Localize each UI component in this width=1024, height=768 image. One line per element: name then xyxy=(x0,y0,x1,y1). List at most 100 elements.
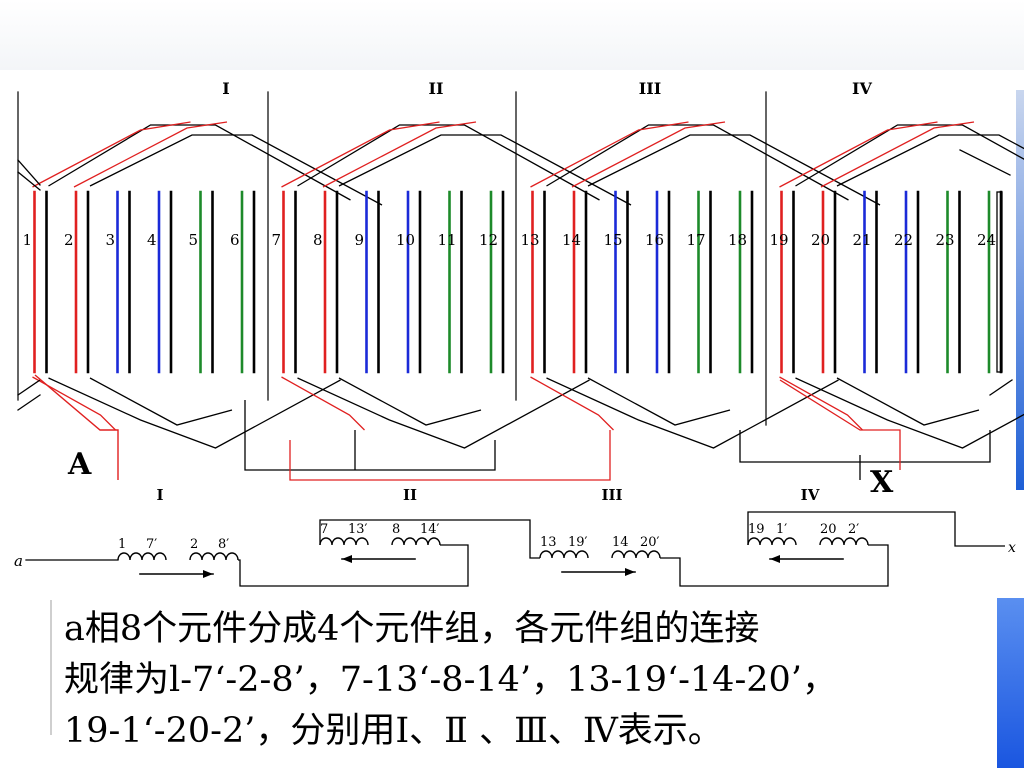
phase-end-label: x xyxy=(1008,540,1016,556)
end-connection-bottom xyxy=(89,377,233,426)
group-roman-label: IV xyxy=(801,486,820,504)
slot-number: 1 xyxy=(23,231,33,249)
slot-number: 6 xyxy=(230,231,240,249)
end-connection-top xyxy=(48,124,351,201)
coil xyxy=(747,537,797,546)
current-arrow-head xyxy=(342,555,352,563)
coil-label: 20 xyxy=(820,522,837,537)
incoming-line xyxy=(17,379,41,396)
outgoing-line xyxy=(959,149,1011,176)
end-connection-bottom-red xyxy=(281,376,365,431)
group-link xyxy=(238,559,258,587)
coil-label: 1′ xyxy=(776,522,787,537)
current-arrow-head xyxy=(625,568,635,576)
end-connection-bottom-red xyxy=(530,376,614,431)
end-connection-bottom-red xyxy=(32,376,116,431)
slot-number: 7 xyxy=(272,231,282,249)
outgoing-line xyxy=(989,379,1013,396)
coil-label: 8′ xyxy=(218,537,229,552)
end-connection-bottom xyxy=(48,377,341,449)
end-connection-top-red xyxy=(73,121,228,188)
slot-number: 5 xyxy=(189,231,199,249)
incoming-line xyxy=(17,159,41,186)
title-band xyxy=(0,0,1024,70)
slot-conductor-hollow xyxy=(996,191,1003,373)
end-connection-top-red xyxy=(281,121,440,188)
end-connection-top xyxy=(297,124,600,201)
coil-label: 2′ xyxy=(848,522,859,537)
slot-number: 15 xyxy=(604,231,623,249)
group-roman-label: III xyxy=(601,486,622,504)
end-connection-top-red xyxy=(322,121,477,188)
decorative-side-bar xyxy=(1016,90,1024,490)
group-link xyxy=(319,519,540,559)
end-connection-top xyxy=(338,134,632,206)
group-label: IV xyxy=(852,79,872,98)
slot-number: 13 xyxy=(521,231,540,249)
slot-number: 18 xyxy=(728,231,747,249)
coil-label: 7′ xyxy=(146,537,157,552)
slot-number: 24 xyxy=(977,231,996,249)
slot-number: 20 xyxy=(811,231,830,249)
end-connection-top-red xyxy=(530,121,689,188)
coil-label: 2 xyxy=(190,537,198,552)
slot-number: 12 xyxy=(479,231,498,249)
coil-label: 20′ xyxy=(640,535,660,550)
coil-label: 13′ xyxy=(348,522,368,537)
end-connection-top xyxy=(836,134,1024,187)
slot-number: 17 xyxy=(687,231,706,249)
end-connection-top-red xyxy=(779,121,938,188)
coil-label: 14′ xyxy=(420,522,440,537)
coil-label: 19′ xyxy=(568,535,588,550)
coil xyxy=(117,552,167,561)
end-connection-bottom xyxy=(587,377,731,426)
caption-line-2: 规律为l-7‘-2-8’，7-13‘-8-14’，13-19‘-14-20’， xyxy=(64,660,837,700)
slot-number: 10 xyxy=(396,231,415,249)
winding-layout xyxy=(17,91,1024,481)
jumper-loop xyxy=(244,400,496,471)
slot-number: 3 xyxy=(106,231,116,249)
slot-number: 16 xyxy=(645,231,664,249)
coil xyxy=(539,550,589,559)
coil xyxy=(189,552,239,561)
coil-label: 7 xyxy=(320,522,328,537)
coil-label: 1 xyxy=(118,537,126,552)
end-connection-bottom xyxy=(297,377,590,449)
group-label: III xyxy=(639,79,661,98)
slot-number: 11 xyxy=(438,231,457,249)
group-label: I xyxy=(222,79,229,98)
caption-line-1: a相8个元件分成4个元件组，各元件组的连接 xyxy=(64,609,760,649)
terminal-lead-A xyxy=(34,374,119,480)
coil-label: 13 xyxy=(540,535,557,550)
end-connection-top-red xyxy=(571,121,726,188)
group-label: II xyxy=(429,79,444,98)
end-connection-top xyxy=(587,134,881,206)
group-link xyxy=(258,544,469,587)
end-connection-bottom xyxy=(546,377,839,449)
slot-number: 14 xyxy=(562,231,581,249)
incoming-line xyxy=(17,394,41,411)
jumper-loop-red xyxy=(289,430,611,481)
end-connection-top xyxy=(795,124,1024,187)
end-connection-top-red xyxy=(820,121,975,188)
slot-number: 9 xyxy=(355,231,365,249)
coil xyxy=(391,537,441,546)
current-arrow-head xyxy=(770,555,780,563)
decorative-side-bar-bottom xyxy=(997,598,1024,768)
end-connection-bottom-red xyxy=(779,376,863,431)
slot-number: 4 xyxy=(147,231,157,249)
coil xyxy=(319,537,369,546)
slot-number: 19 xyxy=(770,231,789,249)
caption-text: a相8个元件分成4个元件组，各元件组的连接 规律为l-7‘-2-8’，7-13‘… xyxy=(64,604,964,757)
coil-label: 14 xyxy=(612,535,629,550)
end-connection-top-red xyxy=(32,121,191,188)
end-connection-top xyxy=(546,124,849,201)
coil-label: 8 xyxy=(392,522,400,537)
slot-number: 8 xyxy=(313,231,323,249)
group-roman-label: II xyxy=(403,486,417,504)
slot-number: 23 xyxy=(936,231,955,249)
terminal-label-X: X xyxy=(870,465,894,500)
slot-number: 2 xyxy=(64,231,74,249)
